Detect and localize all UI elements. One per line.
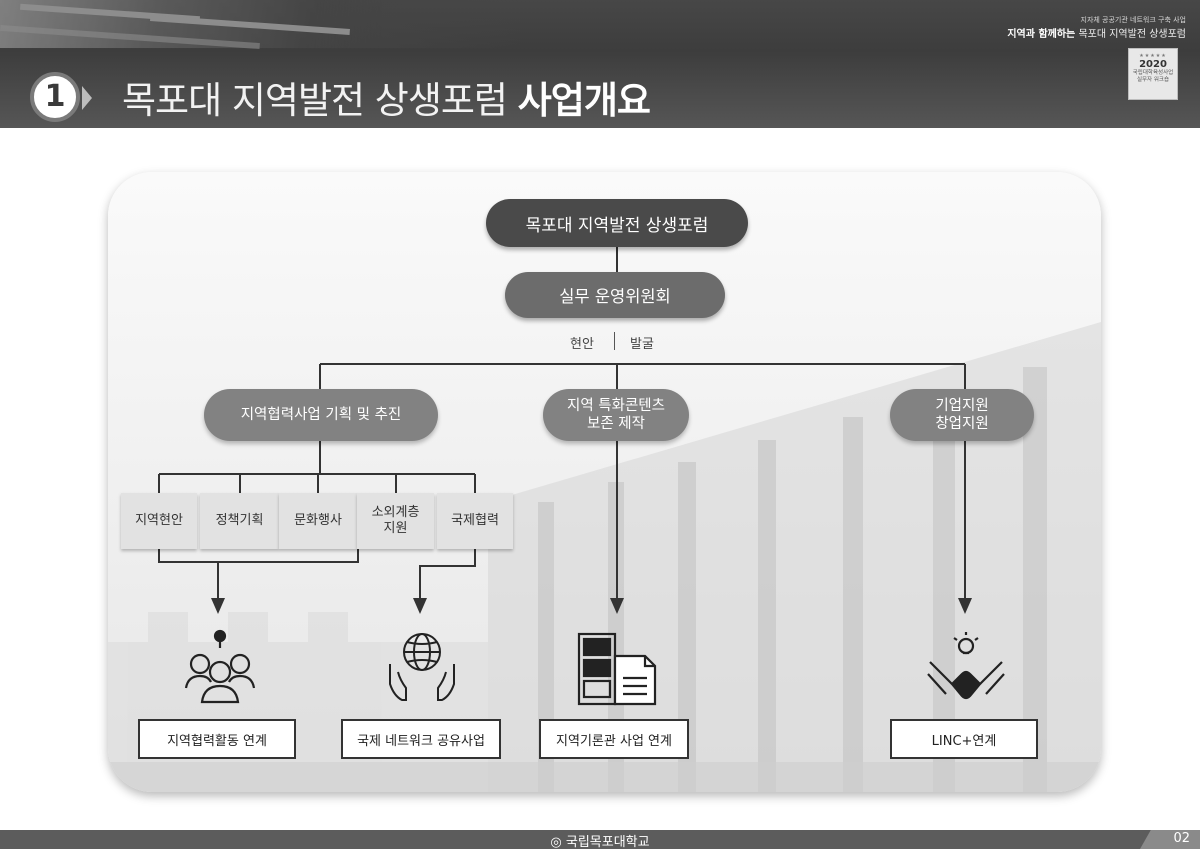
node-business-support-line1: 기업지원	[935, 398, 989, 414]
page-title-bold: 사업개요	[517, 79, 651, 122]
label-separator	[614, 332, 615, 350]
node-regional-cooperation-label: 지역협력사업 기획 및 추진	[240, 407, 402, 423]
result-linc-plus: LINC+연계	[890, 719, 1038, 759]
page-number-tab	[1140, 830, 1200, 849]
result-regional-institution: 지역기론관 사업 연계	[539, 719, 689, 759]
node-business-support: 기업지원 창업지원	[890, 389, 1034, 441]
badge-stars-icon: ★★★★★	[1139, 53, 1167, 59]
subitem-policy-planning: 정책기획	[200, 493, 279, 549]
result-regional-activities: 지역협력활동 연계	[138, 719, 296, 759]
subitem-cultural-events: 문화행사	[279, 493, 357, 549]
project-tag-bold: 지역과 함께하는	[1007, 29, 1076, 40]
header-photo-strip	[0, 0, 520, 50]
subitem-underprivileged-line1: 소외계층	[371, 505, 420, 520]
badge-year: 2020	[1139, 59, 1167, 70]
node-forum: 목포대 지역발전 상생포럼	[486, 199, 748, 247]
page-number: 02	[1173, 831, 1190, 846]
subitem-regional-issues: 지역현안	[121, 493, 197, 549]
badge-line1: 국립대학육성사업	[1132, 70, 1174, 76]
university-emblem-icon: ◎	[550, 835, 566, 850]
node-business-support-line2: 창업지원	[935, 416, 989, 432]
result-international-network: 국제 네트워크 공유사업	[341, 719, 501, 759]
project-tag-small: 지자체 공공기관 네트워크 구축 사업	[1080, 16, 1187, 24]
project-tag-rest: 목포대 지역발전 상생포럼	[1078, 29, 1186, 40]
node-specialized-content-line2: 보존 제작	[587, 416, 645, 432]
footer-bar: ◎ 국립목포대학교 02	[0, 830, 1200, 850]
node-specialized-content: 지역 특화콘텐츠 보존 제작	[543, 389, 689, 441]
people-network-icon	[184, 629, 256, 704]
file-cabinet-icon	[577, 632, 657, 706]
page-title-regular: 목포대 지역발전 상생포럼	[122, 79, 508, 122]
project-tag: 지역과 함께하는 목포대 지역발전 상생포럼	[1007, 25, 1186, 40]
node-regional-cooperation: 지역협력사업 기획 및 추진	[204, 389, 438, 441]
section-number: 1	[30, 72, 80, 122]
footer-university-name: 국립목포대학교	[565, 835, 650, 850]
workshop-badge: ★★★★★ 2020 국립대학육성사업 실무자 워크숍	[1128, 48, 1178, 100]
badge-line2: 실무자 워크숍	[1136, 77, 1170, 83]
node-committee: 실무 운영위원회	[505, 272, 725, 318]
node-specialized-content-line1: 지역 특화콘텐츠	[567, 398, 665, 414]
header-banner: 1 목포대 지역발전 상생포럼 사업개요 지자체 공공기관 네트워크 구축 사업…	[0, 0, 1200, 128]
page-title: 목포대 지역발전 상생포럼 사업개요	[122, 70, 651, 124]
subitem-underprivileged-line2: 지원	[383, 521, 408, 536]
subitem-international-cooperation: 국제협력	[437, 493, 513, 549]
handshake-lightbulb-icon	[927, 632, 1005, 700]
footer-university: ◎ 국립목포대학교	[0, 831, 1200, 850]
label-discover: 발굴	[630, 337, 654, 352]
section-arrow-icon	[82, 86, 92, 110]
label-issue: 현안	[570, 337, 594, 352]
subitem-underprivileged-support: 소외계층 지원	[357, 493, 434, 549]
globe-hands-icon	[389, 633, 455, 701]
